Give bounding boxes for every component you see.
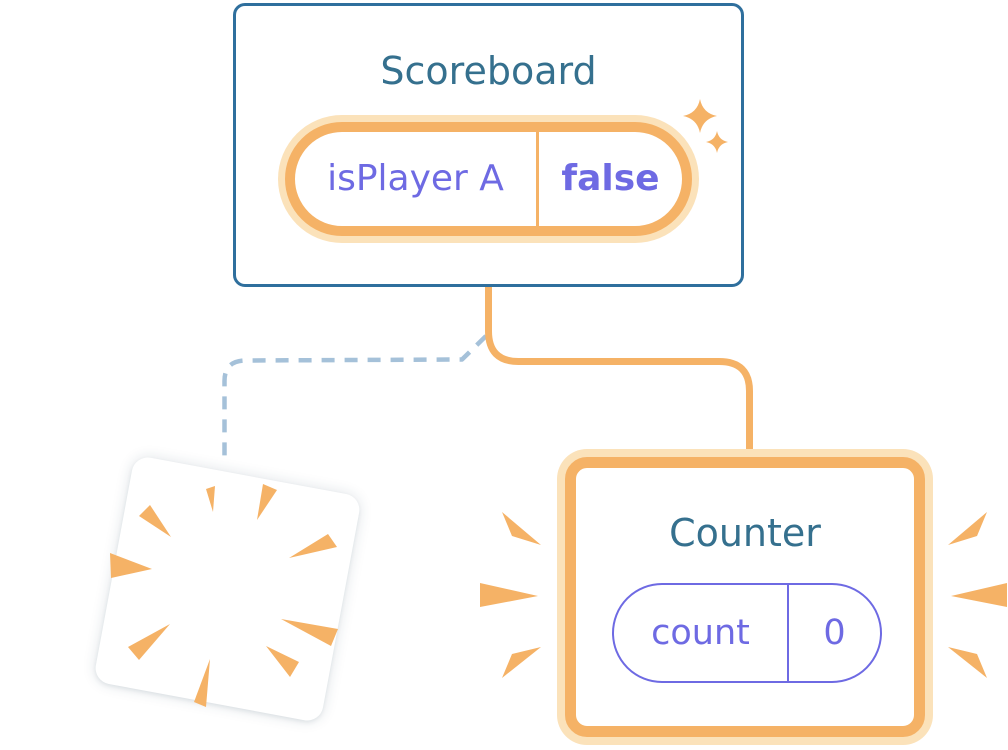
- state-value-cell: 0: [789, 585, 880, 681]
- scoreboard-state-pill: isPlayer A false: [285, 122, 692, 236]
- state-key-cell: count: [614, 585, 789, 681]
- state-key-label: isPlayer A: [327, 158, 504, 199]
- state-key-label: count: [651, 612, 750, 653]
- destroyed-connector-dashed-line: [222, 334, 488, 463]
- state-value-cell: false: [539, 132, 682, 226]
- state-value-label: 0: [823, 612, 846, 653]
- counter-title: Counter: [669, 511, 821, 555]
- destroyed-component-card: [92, 454, 363, 724]
- counter-component-card: Counter count 0: [565, 457, 925, 737]
- counter-state-pill: count 0: [612, 583, 882, 683]
- state-key-cell: isPlayer A: [295, 132, 539, 226]
- scoreboard-title: Scoreboard: [380, 49, 597, 93]
- parent-child-connector-line: [485, 285, 753, 455]
- scoreboard-component-card: Scoreboard isPlayer A false: [233, 3, 744, 287]
- state-value-label: false: [561, 158, 660, 199]
